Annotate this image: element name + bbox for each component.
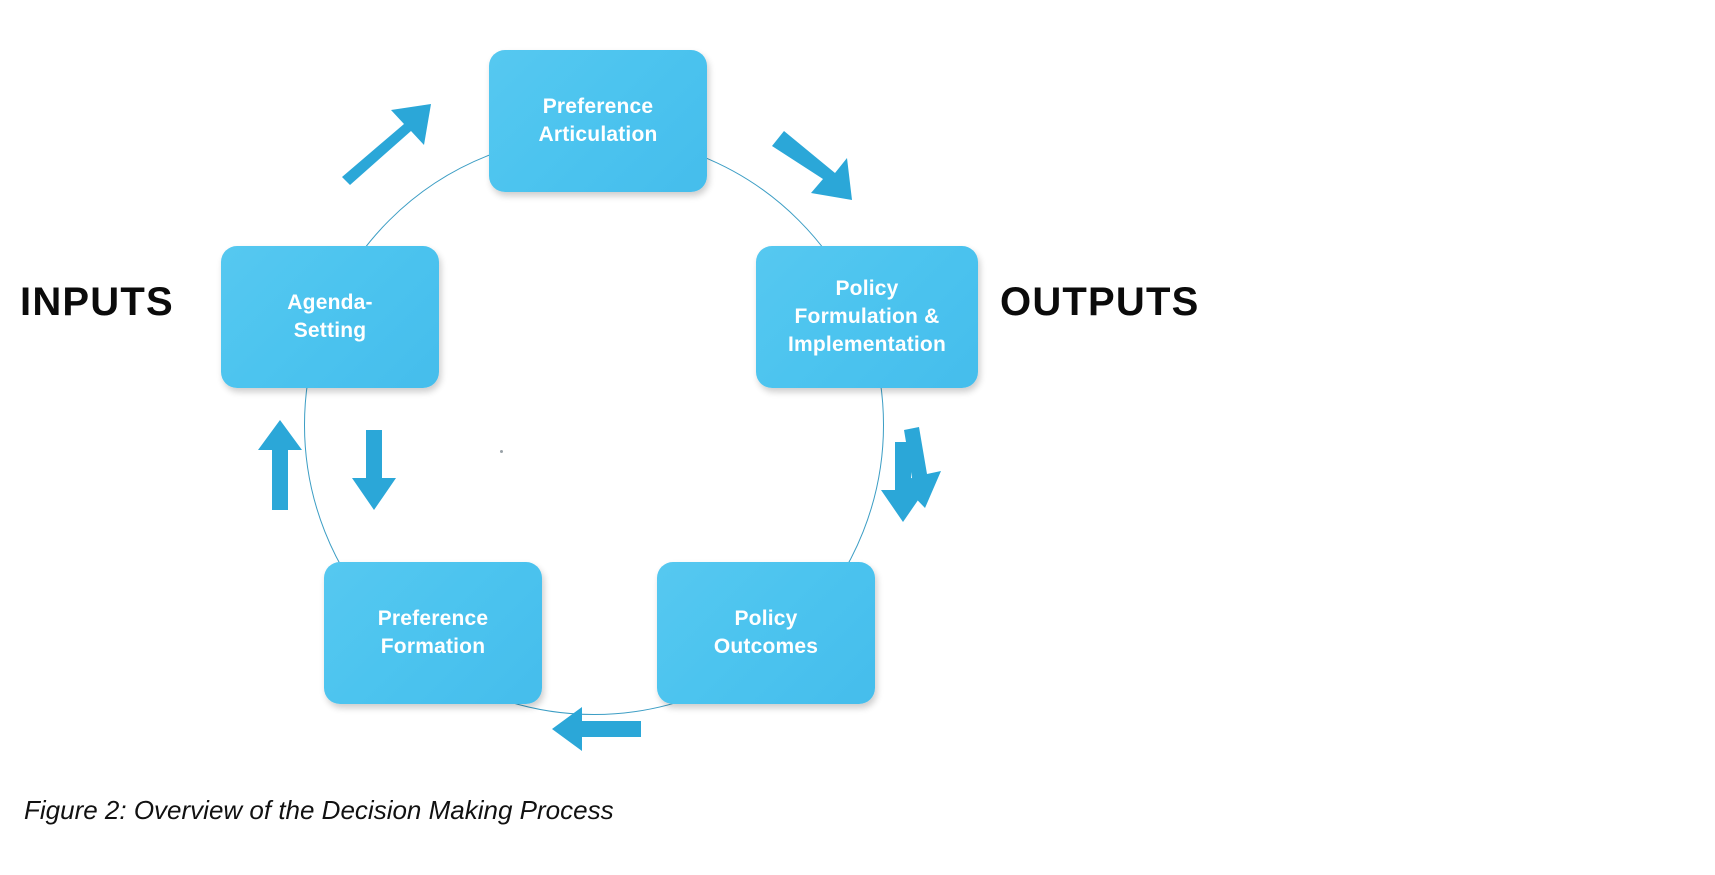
node-agenda-setting[interactable]: Agenda- Setting bbox=[221, 246, 439, 388]
arrow-upper-left-icon bbox=[342, 104, 431, 185]
arrow-right-outer-down-icon bbox=[881, 442, 925, 522]
node-policy-outcomes[interactable]: Policy Outcomes bbox=[657, 562, 875, 704]
inputs-label: INPUTS bbox=[20, 280, 174, 324]
node-preference-articulation[interactable]: Preference Articulation bbox=[489, 50, 707, 192]
node-policy-outcomes-label: Policy Outcomes bbox=[713, 607, 819, 658]
arrow-upper-right-icon bbox=[772, 131, 852, 200]
node-preference-articulation-label: Preference Articulation bbox=[538, 95, 658, 146]
arrow-left-outer-up-icon bbox=[258, 420, 302, 510]
figure-caption: Figure 2: Overview of the Decision Makin… bbox=[24, 795, 614, 825]
node-preference-formation[interactable]: Preference Formation bbox=[324, 562, 542, 704]
node-preference-formation-label: Preference Formation bbox=[377, 607, 489, 658]
node-policy-formulation[interactable]: Policy Formulation & Implementation bbox=[756, 246, 978, 388]
outputs-label: OUTPUTS bbox=[1000, 280, 1200, 324]
node-policy-formulation-label: Policy Formulation & Implementation bbox=[788, 277, 946, 356]
center-dot-marker bbox=[500, 450, 503, 453]
arrow-right-inner-down-icon bbox=[898, 427, 941, 508]
node-agenda-setting-label: Agenda- Setting bbox=[287, 291, 373, 342]
